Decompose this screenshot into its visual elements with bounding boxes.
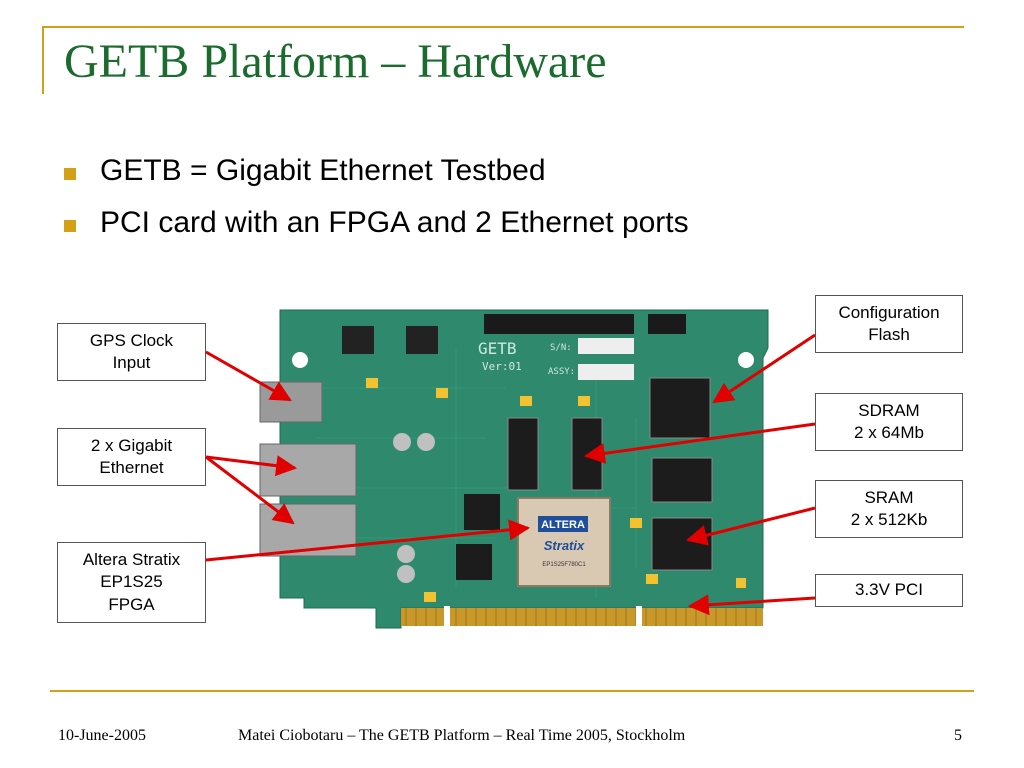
bullet-square-icon [64,220,76,232]
bullet-text: PCI card with an FPGA and 2 Ethernet por… [100,206,689,239]
silkscreen-version: Ver:01 [482,360,522,373]
page-number: 5 [954,727,962,744]
label-gps-clock-input: GPS Clock Input [57,323,206,381]
footer-center-text: Matei Ciobotaru – The GETB Platform – Re… [238,727,686,744]
fpga-brand-text: ALTERA [541,519,585,531]
label-altera-stratix-fpga: Altera Stratix EP1S25 FPGA [57,542,206,623]
flash-chip [649,377,711,439]
gps-jack [259,381,323,423]
footer-rule [50,690,974,692]
frame-vertical-rule [42,26,44,94]
silkscreen-assy: ASSY: [548,367,575,377]
bullet-text: GETB = Gigabit Ethernet Testbed [100,154,546,187]
bullet-item: GETB = Gigabit Ethernet Testbed [64,156,689,186]
pci-card-image: GETB Ver:01 S/N: ASSY: ALTERA Stratix EP… [259,309,769,629]
sram-chip [651,517,713,571]
label-pci: 3.3V PCI [815,574,963,607]
label-gigabit-ethernet: 2 x Gigabit Ethernet [57,428,206,486]
sram-chip [651,457,713,503]
silkscreen-getb: GETB [478,339,517,358]
bullet-square-icon [64,168,76,180]
ethernet-jack [259,503,357,557]
fpga-part-text: EP1S25F780C1 [542,562,586,568]
frame-horizontal-rule [42,26,964,28]
fpga-chip [517,497,611,587]
bullet-list: GETB = Gigabit Ethernet Testbed PCI card… [64,156,689,260]
slide-title: GETB Platform – Hardware [64,35,607,88]
label-configuration-flash: Configuration Flash [815,295,963,353]
silkscreen-sn: S/N: [550,343,572,353]
sdram-chip [507,417,539,491]
ethernet-jack [259,443,357,497]
voltage-regulator [342,326,374,354]
pin-header [484,314,634,334]
label-sram: SRAM 2 x 512Kb [815,480,963,538]
footer-date: 10-June-2005 [58,727,146,744]
bullet-item: PCI card with an FPGA and 2 Ethernet por… [64,208,689,238]
pci-gold-fingers [401,608,763,626]
fpga-family-text: Stratix [544,538,585,553]
sdram-chip [571,417,603,491]
label-sdram: SDRAM 2 x 64Mb [815,393,963,451]
